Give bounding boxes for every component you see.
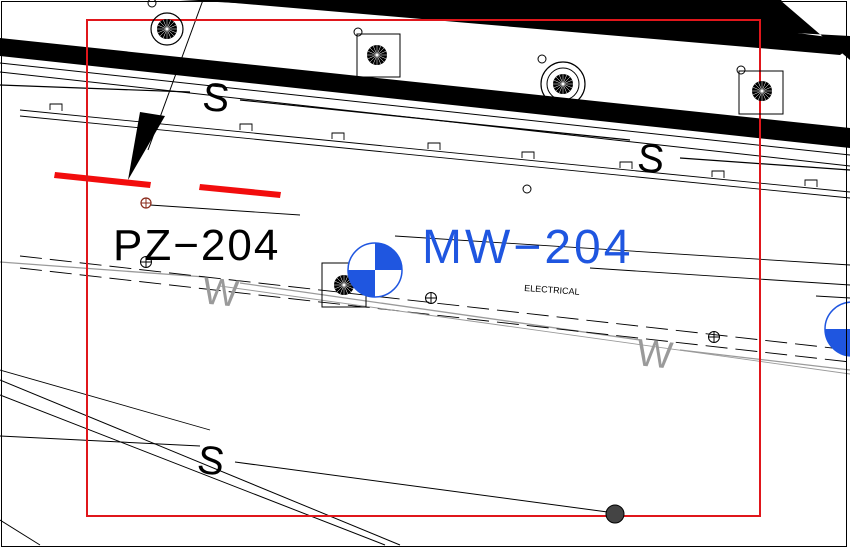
manhole-point-icon <box>605 504 625 524</box>
hydrant-icon <box>708 331 720 343</box>
sewer-label: S <box>200 75 231 122</box>
red-markers <box>54 172 281 198</box>
monitoring-well-icon <box>824 301 850 357</box>
monitoring-well-icon <box>347 242 403 298</box>
mw-well-label: MW−204 <box>422 221 633 274</box>
survey-point-icon <box>522 184 532 194</box>
water-label: W <box>201 270 241 316</box>
water-label: W <box>635 332 675 378</box>
water-line <box>0 255 850 375</box>
sewer-line-upper <box>0 84 850 171</box>
catch-basin-icon <box>353 27 401 78</box>
lower-pipe-lines <box>0 379 616 546</box>
north-arrow-icon <box>128 0 204 180</box>
pz-well-label: PZ−204 <box>113 221 280 270</box>
sewer-label: S <box>635 136 666 183</box>
hydrant-icon <box>425 292 437 304</box>
manhole-icon <box>537 54 586 107</box>
electrical-label: ELECTRICAL <box>524 283 580 297</box>
catch-basin-icon <box>736 65 784 115</box>
manhole-icon <box>147 0 184 46</box>
edge-letter: N <box>754 0 787 17</box>
highlight-box <box>86 19 761 517</box>
sewer-label: S <box>195 438 228 485</box>
road-edge-band <box>0 0 850 156</box>
leader-lines <box>0 204 850 431</box>
pz-well-marker-icon <box>140 197 152 209</box>
